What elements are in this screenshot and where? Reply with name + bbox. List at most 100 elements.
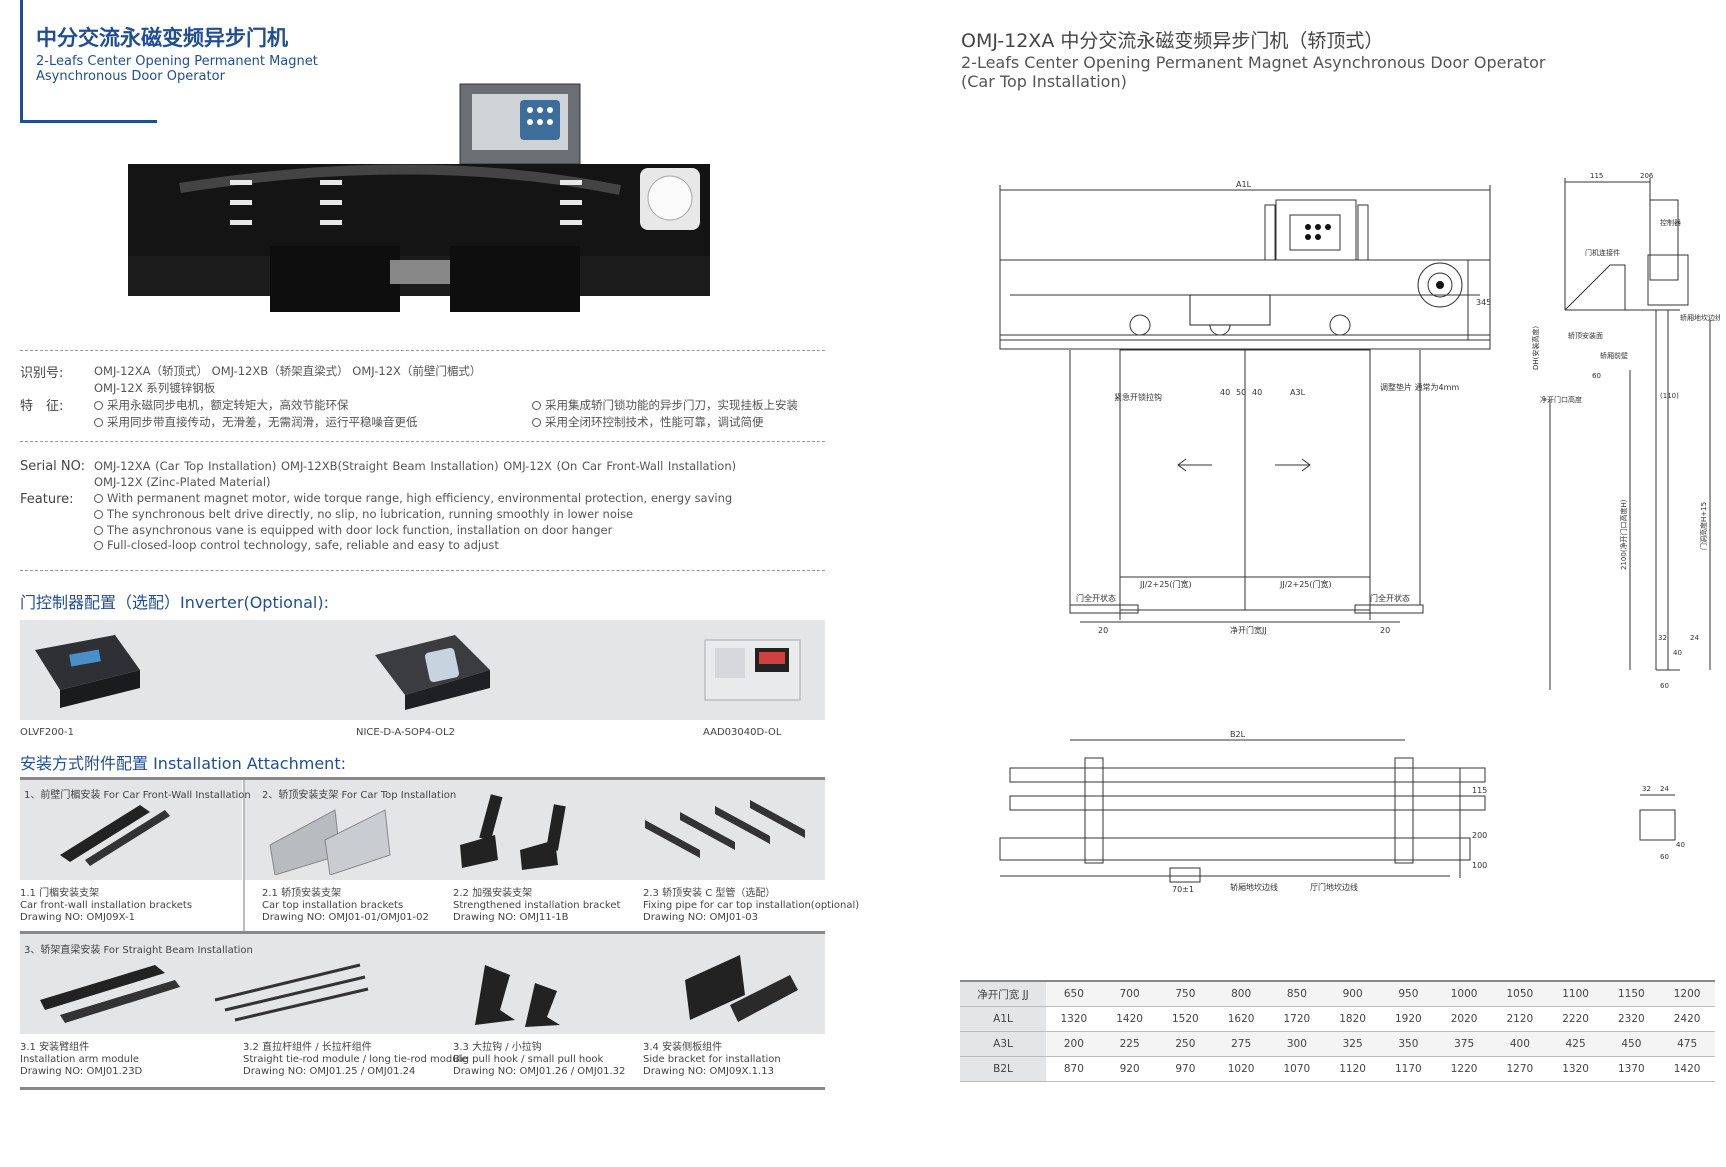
dim-115: 115 xyxy=(1590,172,1603,180)
caption-en: Fixing pipe for car top installation(opt… xyxy=(643,900,860,911)
feature-cn-item: 采用同步带直接传动，无滑差，无需润滑，运行平稳噪音更低 xyxy=(94,414,418,430)
inverter-image xyxy=(375,635,490,710)
caption-en: Car top installation brackets xyxy=(262,900,404,911)
dim-60: 60 xyxy=(1592,372,1601,380)
inverter-label: NICE-D-A-SOP4-OL2 xyxy=(356,727,455,738)
caption-cn: 2.1 轿顶安装支架 xyxy=(262,888,342,899)
bullet-icon xyxy=(94,401,103,410)
dim-40d: 40 xyxy=(1676,841,1685,849)
subtitle-line-2: Asynchronous Door Operator xyxy=(36,69,225,84)
bracket-image xyxy=(60,805,170,866)
header-frame xyxy=(20,0,157,123)
label-door-conn: 门机连接件 xyxy=(1585,248,1620,257)
feature-cn-item: 采用永磁同步电机，额定转矩大，高效节能环保 xyxy=(94,397,349,413)
rod-image xyxy=(214,963,369,1022)
cell: 2420 xyxy=(1659,1006,1715,1032)
feature-en-item: Full-closed-loop control technology, saf… xyxy=(94,538,499,552)
rule xyxy=(20,777,825,780)
caption-en: Installation arm module xyxy=(20,1054,140,1065)
divider xyxy=(20,350,825,351)
row-header: B2L xyxy=(960,1056,1046,1082)
label-sill-car: 轿厢地坎边线 xyxy=(1230,882,1278,892)
serial-models-2: OMJ-12X (Zinc-Plated Material) xyxy=(94,475,271,489)
cell: 350 xyxy=(1380,1031,1437,1057)
hook-image xyxy=(475,965,560,1027)
cell: 450 xyxy=(1603,1031,1660,1057)
dim-206: 206 xyxy=(1640,172,1654,180)
caption-en: Straight tie-rod module / long tie-rod m… xyxy=(243,1054,468,1065)
inverter-image xyxy=(35,635,140,708)
feature-cn-text: 采用集成轿门锁功能的异步门刀，实现挂板上安装 xyxy=(545,398,798,412)
c-pipe-section: 32 24 40 60 xyxy=(1639,785,1685,861)
feature-cn-item: 采用全闭环控制技术，性能可靠，调试简便 xyxy=(532,414,764,430)
cell: 1920 xyxy=(1380,1006,1437,1032)
cell: 2120 xyxy=(1492,1006,1548,1032)
cell: 1420 xyxy=(1101,1006,1158,1032)
caption-cn: 2.3 轿顶安装 C 型管（选配） xyxy=(643,888,776,899)
cell: 950 xyxy=(1380,980,1437,1007)
feature-en-text: The synchronous belt drive directly, no … xyxy=(107,507,634,521)
dim-110: (110) xyxy=(1660,392,1679,400)
cell: 1620 xyxy=(1213,1006,1269,1032)
inverter-label: OLVF200-1 xyxy=(20,727,74,738)
serial-models: OMJ-12XA (Car Top Installation) OMJ-12XB… xyxy=(94,459,737,473)
cell: 1050 xyxy=(1492,980,1548,1007)
cell: 1020 xyxy=(1213,1056,1269,1082)
dim-40b: 40 xyxy=(1252,388,1262,397)
front-elevation-drawing: A1L 345 紧急开锁拉钩 调整垫片 通常为4mm A3L 40 50 40 … xyxy=(999,180,1491,635)
cell: 1070 xyxy=(1269,1056,1325,1082)
cell: 2220 xyxy=(1547,1006,1604,1032)
dim-20-right: 20 xyxy=(1380,626,1390,635)
cell: 200 xyxy=(1046,1031,1102,1057)
bullet-icon xyxy=(94,541,103,550)
feature-cn-text: 采用同步带直接传动，无滑差，无需润滑，运行平稳噪音更低 xyxy=(107,415,418,429)
dim-100: 100 xyxy=(1472,861,1487,870)
cell: 1520 xyxy=(1157,1006,1214,1032)
divider xyxy=(20,441,825,442)
inverter-label: AAD03040D-OL xyxy=(703,727,782,738)
caption-cn: 1.1 门楣安装支架 xyxy=(20,888,100,899)
bullet-icon xyxy=(94,526,103,535)
cell: 1000 xyxy=(1436,980,1492,1007)
label-open-left: 门全开状态 xyxy=(1076,593,1116,603)
table-row: A1L 1320 1420 1520 1620 1720 1820 1920 2… xyxy=(960,1006,1715,1032)
label-half-left: JJ/2+25(门宽) xyxy=(1139,579,1192,589)
cell: 250 xyxy=(1157,1031,1214,1057)
attachment-caption: 3.3 大拉钩 / 小拉钩 Big pull hook / small pull… xyxy=(453,1042,625,1078)
dim-50: 50 xyxy=(1236,388,1246,397)
row-header: A3L xyxy=(960,1031,1046,1057)
row-header: 净开门宽 JJ xyxy=(960,980,1046,1007)
attachment-caption: 3.4 安装侧板组件 Side bracket for installation… xyxy=(643,1042,781,1078)
top-plan-drawing: B2L 115 200 100 70±1 轿厢地坎边线 厅门地坎边线 xyxy=(999,730,1487,894)
label-sill-left: 轿厢地坎边线 xyxy=(1680,313,1720,322)
cell: 920 xyxy=(1101,1056,1158,1082)
right-title: OMJ-12XA 中分交流永磁变频异步门机（轿顶式） xyxy=(961,30,1384,52)
label-jj: 净开门宽JJ xyxy=(1230,625,1267,635)
attachment-caption: 1.1 门楣安装支架 Car front-wall installation b… xyxy=(20,888,192,924)
bullet-icon xyxy=(532,401,541,410)
cell: 1820 xyxy=(1324,1006,1381,1032)
cell: 1220 xyxy=(1436,1056,1492,1082)
bracket-image xyxy=(685,955,798,1022)
cell: 275 xyxy=(1213,1031,1269,1057)
caption-drawing: Drawing NO: OMJ01-03 xyxy=(643,912,758,923)
page-subtitle: 2-Leafs Center Opening Permanent Magnet … xyxy=(36,54,356,84)
label-clear-height: 净开门口高度 xyxy=(1540,395,1582,404)
bullet-icon xyxy=(94,494,103,503)
label-sill-hall: 厅门地坎边线 xyxy=(1310,882,1358,892)
dim-a1l: A1L xyxy=(1236,180,1252,189)
cell: 870 xyxy=(1046,1056,1102,1082)
cell: 325 xyxy=(1324,1031,1381,1057)
dim-32b: 32 xyxy=(1642,785,1651,793)
inverter-panel xyxy=(20,620,825,720)
label-car-top-face: 轿顶安装面 xyxy=(1568,331,1603,340)
cell: 750 xyxy=(1157,980,1214,1007)
label-adjust: 调整垫片 通常为4mm xyxy=(1380,382,1459,392)
cell: 850 xyxy=(1269,980,1325,1007)
id-models-cn: OMJ-12XA（轿顶式） OMJ-12XB（轿架直梁式） OMJ-12X（前壁… xyxy=(94,364,482,378)
cell: 800 xyxy=(1213,980,1269,1007)
bracket-image xyxy=(645,800,805,858)
bullet-icon xyxy=(532,418,541,427)
dim-70: 70±1 xyxy=(1172,885,1194,894)
caption-cn: 3.2 直拉杆组件 / 长拉杆组件 xyxy=(243,1042,372,1053)
